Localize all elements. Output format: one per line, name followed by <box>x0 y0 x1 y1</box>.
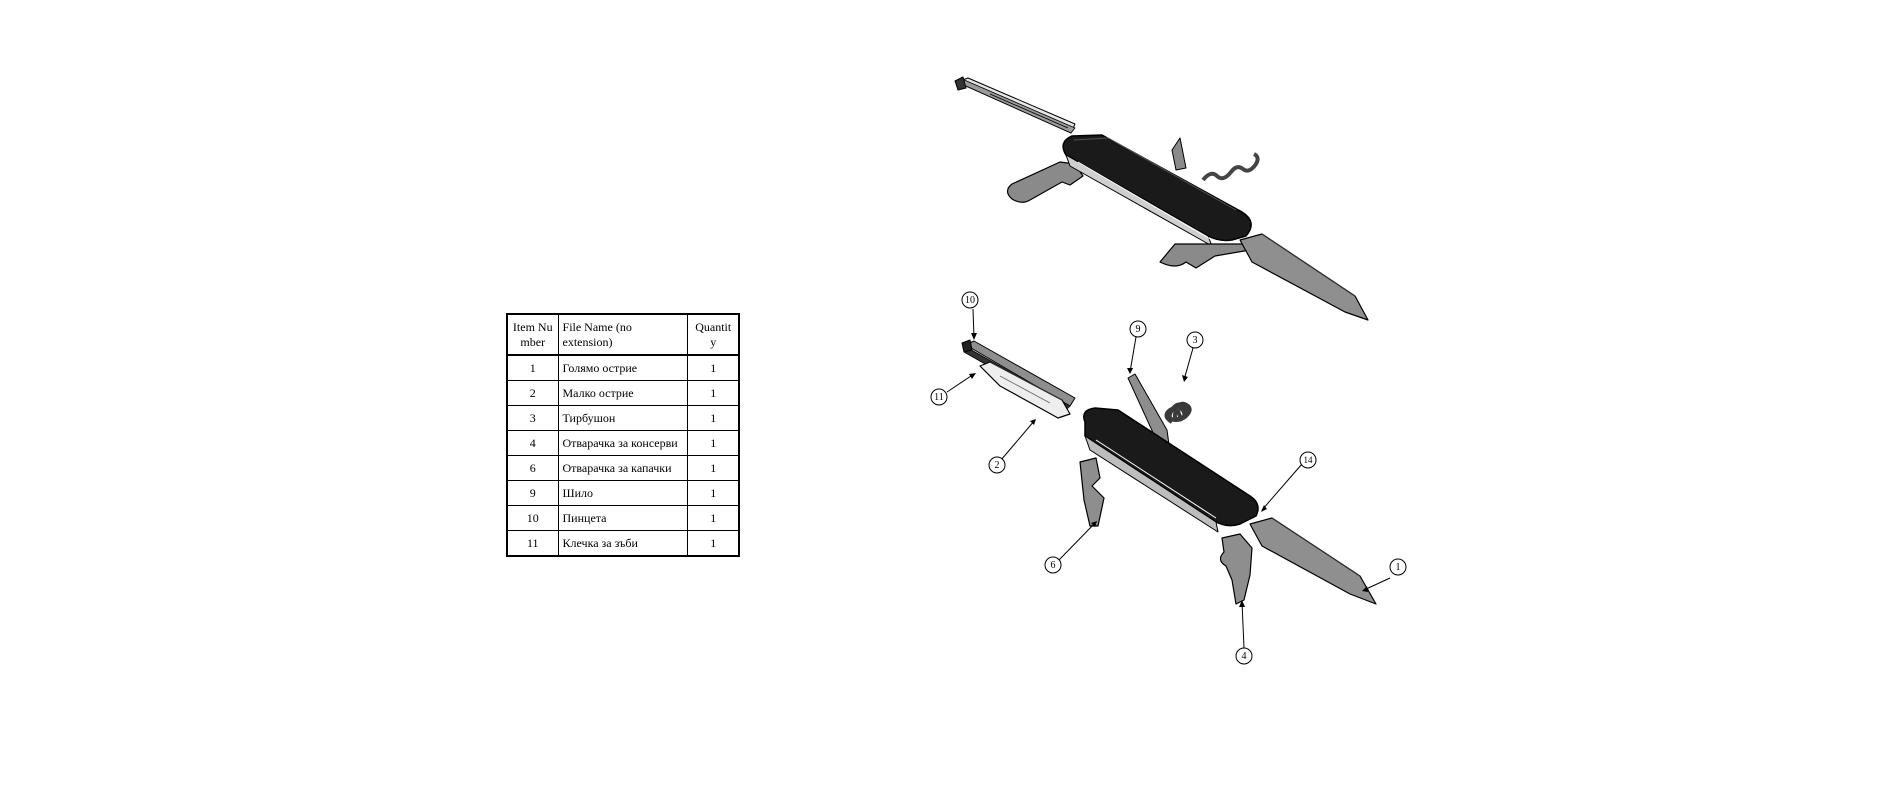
bom-file-name: Голямо острие <box>557 354 689 381</box>
balloon-label: 2 <box>995 460 1000 471</box>
table-row: 1 Голямо острие 1 <box>506 354 740 381</box>
bom-item-number: 1 <box>506 354 559 381</box>
balloon-label: 6 <box>1051 560 1056 571</box>
bom-quantity: 1 <box>687 430 740 456</box>
bom-quantity: 1 <box>687 530 740 557</box>
bom-file-name: Малко острие <box>557 380 689 406</box>
bom-item-number: 4 <box>506 430 559 456</box>
bom-item-number: 10 <box>506 505 559 531</box>
bom-quantity: 1 <box>687 505 740 531</box>
handle-top <box>1062 134 1252 247</box>
large-blade-part <box>1249 517 1377 605</box>
tweezers-top <box>954 76 1076 134</box>
table-row: 11 Клечка за зъби 1 <box>506 530 740 557</box>
bom-header-qty: Quantity <box>687 313 740 356</box>
balloon-label: 3 <box>1193 335 1198 346</box>
corkscrew-top <box>1201 152 1260 182</box>
bom-item-number: 6 <box>506 455 559 481</box>
awl-top <box>1171 137 1187 171</box>
bottle-opener-part <box>1079 457 1105 527</box>
large-blade-top <box>1239 233 1369 321</box>
bom-header-item: Item Number <box>506 313 559 356</box>
bom-item-number: 3 <box>506 405 559 431</box>
knife-view-top <box>954 76 1369 321</box>
bom-quantity: 1 <box>687 405 740 431</box>
lever-top <box>1006 161 1084 203</box>
balloon-label: 11 <box>934 392 944 403</box>
balloon-3: 3 <box>1186 331 1204 349</box>
bom-file-name: Шило <box>557 480 689 506</box>
balloon-6: 6 <box>1044 556 1062 574</box>
bom-file-name: Тирбушон <box>557 405 689 431</box>
table-row: 6 Отварачка за капачки 1 <box>506 455 740 481</box>
balloon-label: 4 <box>1242 651 1247 662</box>
balloon-11: 11 <box>930 388 948 406</box>
bom-quantity: 1 <box>687 480 740 506</box>
table-row: 9 Шило 1 <box>506 480 740 506</box>
bom-item-number: 11 <box>506 530 559 557</box>
bom-file-name: Клечка за зъби <box>557 530 689 557</box>
balloon-1: 1 <box>1389 558 1407 576</box>
bom-file-name: Пинцета <box>557 505 689 531</box>
bom-body: 1 Голямо острие 1 2 Малко острие 1 3 Тир… <box>506 354 740 557</box>
bom-quantity: 1 <box>687 354 740 381</box>
balloon-label: 9 <box>1136 324 1141 335</box>
bom-quantity: 1 <box>687 455 740 481</box>
can-opener-part <box>1219 533 1253 605</box>
bom-header-file: File Name (no extension) <box>557 313 689 356</box>
balloon-label: 10 <box>965 295 975 306</box>
balloon-9: 9 <box>1129 320 1147 338</box>
balloon-14: 14 <box>1299 451 1317 469</box>
balloon-label: 1 <box>1396 562 1401 573</box>
table-row: 2 Малко острие 1 <box>506 380 740 406</box>
leader-arrowheads <box>969 333 1368 607</box>
small-blade-part <box>979 361 1071 419</box>
balloon-label: 14 <box>1304 455 1314 465</box>
balloon-2: 2 <box>988 456 1006 474</box>
balloon-10: 10 <box>961 291 979 309</box>
handle-part <box>1083 407 1259 533</box>
table-row: 3 Тирбушон 1 <box>506 405 740 431</box>
table-row: 10 Пинцета 1 <box>506 505 740 531</box>
bom-quantity: 1 <box>687 380 740 406</box>
balloon-4: 4 <box>1235 647 1253 665</box>
bom-header-row: Item Number File Name (no extension) Qua… <box>506 313 740 356</box>
knife-view-exploded <box>961 339 1377 605</box>
bom-header: Item Number File Name (no extension) Qua… <box>506 313 740 356</box>
bill-of-materials-table: Item Number File Name (no extension) Qua… <box>506 313 740 557</box>
can-opener-top <box>1159 243 1251 269</box>
